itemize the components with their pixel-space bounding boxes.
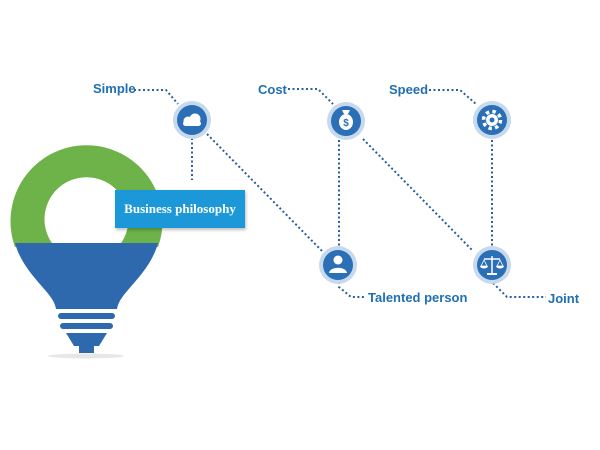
connectors: [134, 88, 546, 298]
cloud-icon: [183, 113, 201, 126]
business-philosophy-banner: Business philosophy: [115, 190, 245, 228]
bulb-neck-band: [60, 323, 113, 329]
node-simple: [173, 101, 211, 139]
node-cost: $: [327, 102, 365, 140]
svg-text:$: $: [343, 118, 349, 129]
bulb-tip: [79, 346, 94, 353]
bulb-ring: [10, 145, 163, 247]
banner-text: Business philosophy: [124, 201, 236, 216]
person-icon: [329, 255, 347, 273]
connector-scales-label: [492, 282, 546, 298]
bulb-neck-band: [58, 313, 115, 319]
connector-speed-label: [429, 89, 477, 105]
scales-icon: [480, 256, 504, 275]
connector-cost-label: [288, 88, 334, 105]
gear-icon: [481, 109, 503, 131]
label-talented-person: Talented person: [368, 290, 468, 305]
bulb-body: [15, 243, 158, 309]
label-speed: Speed: [389, 82, 429, 97]
label-cost: Cost: [258, 82, 287, 97]
label-simple: Simple: [93, 81, 136, 96]
bulb-cap: [66, 333, 107, 346]
connector-money-scales: [362, 138, 474, 252]
money-bag-icon: $: [339, 110, 353, 130]
connector-person-label: [338, 282, 366, 298]
bulb-shadow: [48, 353, 124, 359]
connector-simple-label: [134, 89, 179, 105]
label-joint: Joint: [548, 291, 580, 306]
lightbulb-icon: [10, 145, 163, 353]
node-talented-person: [319, 246, 357, 284]
connector-cloud-person: [206, 133, 324, 253]
node-speed: [473, 101, 511, 139]
node-joint: [473, 246, 511, 284]
